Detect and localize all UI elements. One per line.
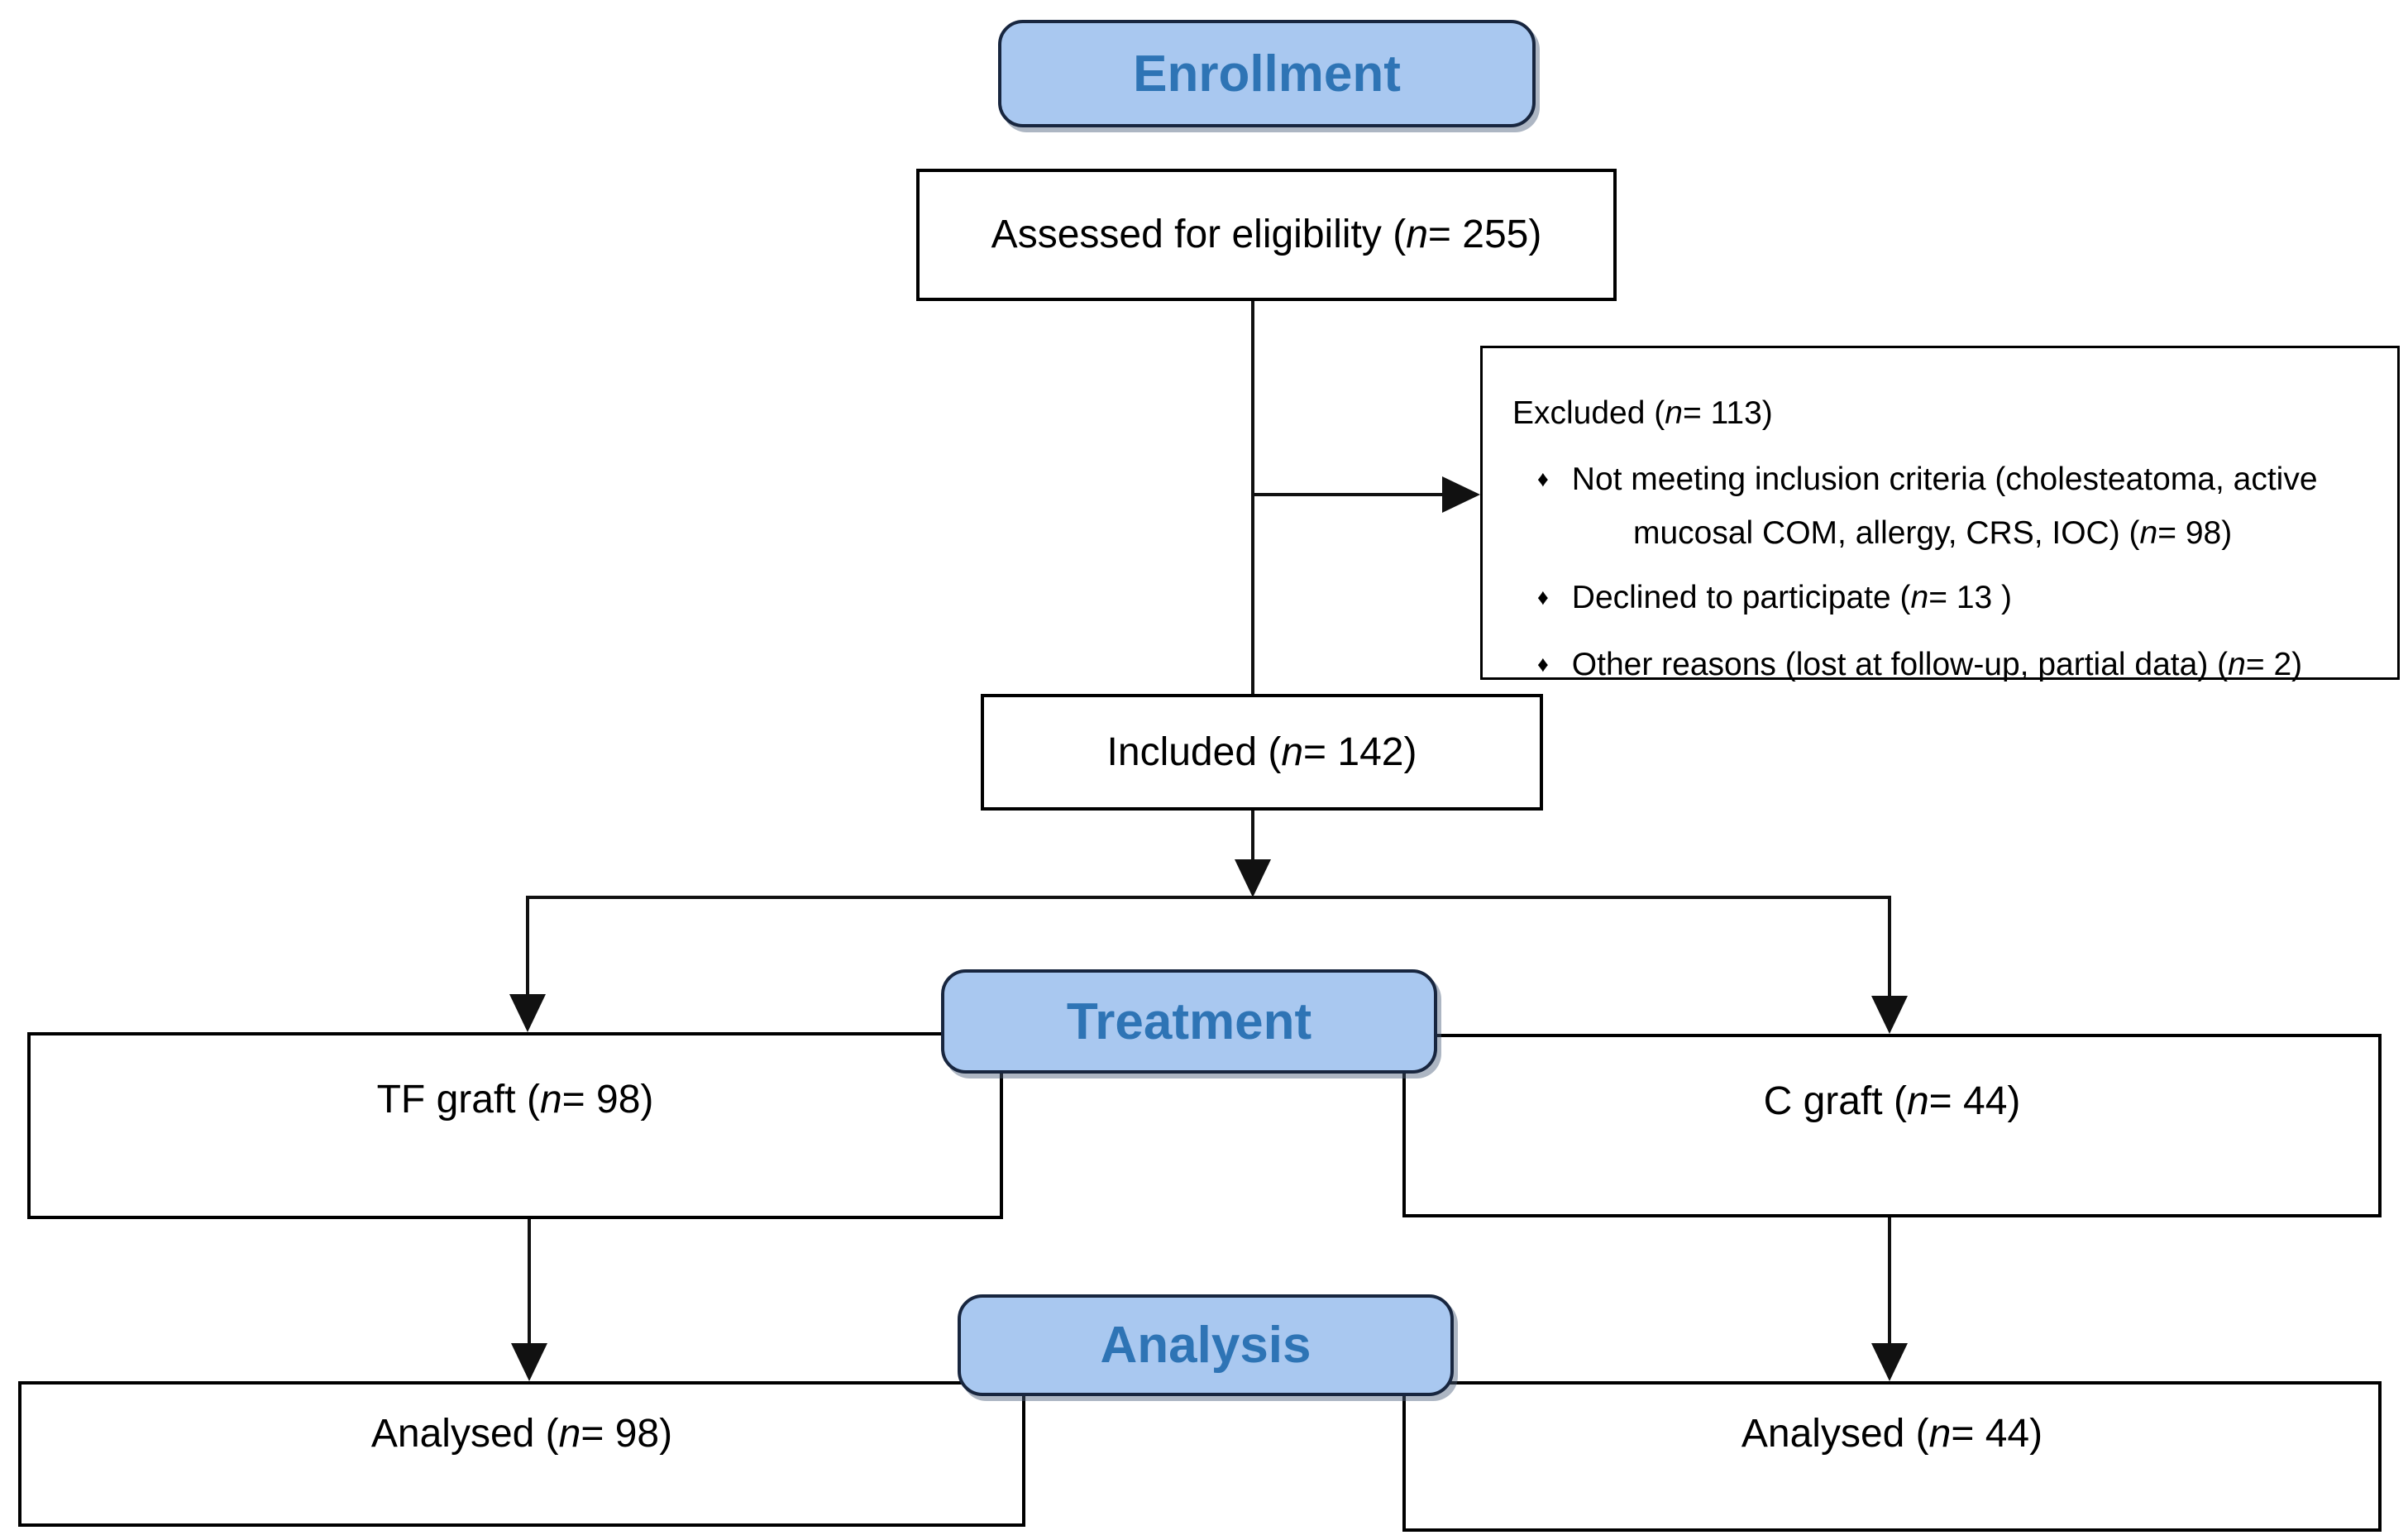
n-italic: n [1928,1412,1952,1456]
excluded-box: Excluded (n= 113) ♦Not meeting inclusion… [1480,346,2400,682]
excluded-title-pre: Excluded ( [1512,395,1665,431]
excluded-reason-post: = 2) [2245,647,2303,682]
analysis-stage-pill: Analysis [958,1294,1454,1396]
excluded-reason-text: Other reasons (lost at follow-up, partia… [1571,647,2229,682]
tf-graft-box: TF graft (n= 98) [27,1032,1003,1219]
analysed-right-label-post: = 44) [1951,1412,2043,1456]
n-italic: n [558,1412,581,1456]
excluded-reason-post: = 13 ) [1928,580,2013,615]
n-italic: n [2228,647,2246,682]
analysed-left-label-post: = 98) [580,1412,673,1456]
analysed-right-box: Analysed (n= 44) [1402,1381,2382,1532]
c-graft-box: C graft (n= 44) [1402,1034,2382,1217]
connector-assessed-to-included [1251,301,1254,694]
connector-branch-to-c [1888,897,1891,998]
assessed-label-post: = 255) [1427,213,1542,256]
treatment-stage-label: Treatment [1066,992,1312,1050]
n-italic: n [2139,515,2158,551]
assessed-for-eligibility-box: Assessed for eligibility (n= 255) [916,169,1617,301]
n-italic: n [539,1078,562,1122]
enrollment-stage-pill: Enrollment [998,20,1536,127]
included-label-pre: Included ( [1106,729,1282,774]
analysed-right-label: Analysed (n= 44) [1742,1409,2042,1459]
analysis-stage-label: Analysis [1100,1317,1312,1374]
excluded-title: Excluded (n= 113) [1512,388,2387,439]
diamond-bullet-icon: ♦ [1537,585,1549,610]
excluded-reason-text: Declined to participate ( [1571,580,1911,615]
excluded-reason-item: ♦ Other reasons (lost at follow-up, parti… [1512,639,2387,693]
excluded-reason-text: Not meeting inclusion criteria (choleste… [1571,462,2318,551]
c-graft-label-pre: C graft ( [1763,1079,1907,1123]
c-graft-label: C graft (n= 44) [1764,1077,2021,1126]
assessed-label: Assessed for eligibility (n= 255) [991,210,1542,260]
branch-horizontal-line [526,896,1891,899]
included-label-post: = 142) [1303,729,1417,774]
tf-graft-label-post: = 98) [561,1078,654,1122]
c-graft-label-post: = 44) [1928,1079,2021,1123]
arrowhead-tf-graft-icon [509,994,546,1032]
excluded-reason-item: ♦ Not meeting inclusion criteria (cholest… [1512,454,2387,559]
n-italic: n [1281,729,1304,774]
n-italic: n [1906,1079,1929,1123]
diamond-bullet-icon: ♦ [1537,466,1549,491]
arrowhead-analysed-left-icon [511,1343,547,1381]
assessed-label-pre: Assessed for eligibility ( [991,213,1407,256]
n-italic: n [1406,213,1428,256]
analysed-left-label: Analysed (n= 98) [371,1409,672,1459]
arrowhead-excluded-icon [1442,476,1480,513]
enrollment-stage-label: Enrollment [1133,45,1401,103]
connector-included-to-branch [1251,811,1254,862]
arrowhead-analysed-right-icon [1871,1343,1908,1381]
included-box: Included (n= 142) [981,694,1543,811]
included-label: Included (n= 142) [1107,728,1417,777]
diamond-bullet-icon: ♦ [1537,652,1549,677]
connector-c-to-analysed [1888,1217,1891,1346]
analysed-left-box: Analysed (n= 98) [18,1381,1025,1527]
treatment-stage-pill: Treatment [941,969,1437,1074]
n-italic: n [1910,580,1929,615]
arrowhead-branch-junction-icon [1235,859,1271,897]
arrowhead-c-graft-icon [1871,996,1908,1034]
tf-graft-label: TF graft (n= 98) [377,1075,654,1125]
connector-branch-to-tf [526,897,529,997]
excluded-reason-post: = 98) [2157,515,2233,551]
analysed-right-label-pre: Analysed ( [1741,1412,1929,1456]
analysed-left-label-pre: Analysed ( [370,1412,559,1456]
tf-graft-label-pre: TF graft ( [376,1078,540,1122]
n-italic: n [1665,395,1683,431]
connector-tf-to-analysed [528,1219,531,1346]
excluded-reason-item: ♦ Declined to participate (n= 13 ) [1512,572,2387,626]
connector-to-excluded [1253,493,1445,496]
excluded-title-post: = 113) [1682,395,1773,431]
